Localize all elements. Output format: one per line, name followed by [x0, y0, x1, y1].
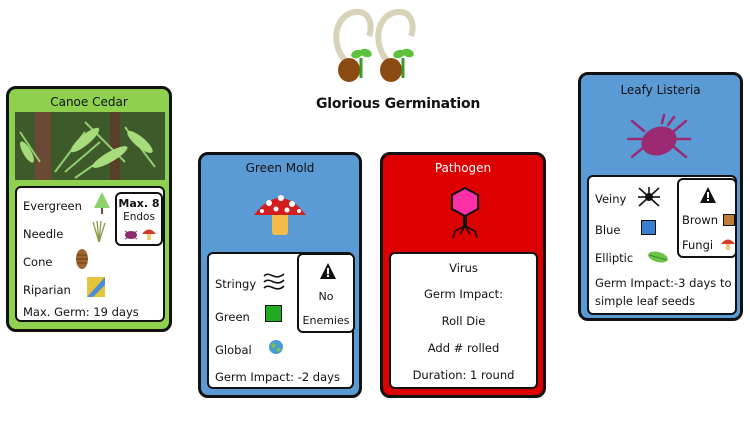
- enemy-label: Fungi: [682, 238, 714, 252]
- trait-label: Elliptic: [595, 251, 634, 265]
- green-square-icon: [265, 305, 282, 322]
- germ-impact-cont: simple leaf seeds: [595, 294, 696, 308]
- enemy-label: Brown: [682, 213, 719, 227]
- trait-label: Cone: [23, 255, 53, 269]
- mushroom-icon: [254, 195, 306, 235]
- trait-label: Riparian: [23, 283, 71, 297]
- germ-impact: Germ Impact:-3 days to: [595, 276, 732, 290]
- bug-icon: [626, 113, 692, 159]
- mushroom-icon: [721, 239, 735, 250]
- card-title: Leafy Listeria: [620, 83, 701, 97]
- endos-label: Endos: [123, 211, 155, 223]
- needle-icon: [92, 220, 106, 242]
- bug-icon: [124, 230, 138, 240]
- trait-label: Evergreen: [23, 199, 82, 213]
- trait-label: Needle: [23, 227, 64, 241]
- pine-cone-icon: [76, 249, 88, 269]
- trait-label: Green: [215, 310, 250, 324]
- max-label: Max. 8: [118, 197, 160, 210]
- listeria-traits-panel: Veiny Blue Elliptic Germ Impact:-3 days …: [587, 175, 737, 315]
- germination-logo-icon: [333, 8, 416, 82]
- pathogen-line: Germ Impact:: [423, 287, 504, 301]
- virus-icon: [451, 187, 479, 239]
- card-canoe-cedar[interactable]: Canoe Cedar Evergreen Needle Cone Rip: [6, 86, 172, 332]
- max-endos-box: Max. 8 Endos: [115, 192, 163, 246]
- stringy-icon: [263, 273, 285, 290]
- veiny-icon: [638, 187, 660, 207]
- pathogen-line: Duration: 1 round: [412, 368, 515, 382]
- germ-impact: Germ Impact: -2 days: [215, 370, 340, 384]
- enemies-box: Brown Fungi: [677, 178, 737, 258]
- card-title: Pathogen: [434, 161, 492, 175]
- cedar-traits-panel: Evergreen Needle Cone Riparian Max. Germ…: [15, 186, 165, 322]
- cedar-photo: [15, 112, 165, 180]
- pathogen-line: Add # rolled: [427, 341, 500, 355]
- brown-square-icon: [723, 214, 735, 226]
- max-germ: Max. Germ: 19 days: [23, 305, 139, 319]
- card-pathogen[interactable]: Pathogen Virus Germ Impact: Roll Die Add…: [380, 152, 546, 398]
- card-title: Canoe Cedar: [50, 95, 128, 109]
- trait-label: Blue: [595, 223, 621, 237]
- leaf-icon: [648, 251, 668, 263]
- trait-label: Stringy: [215, 277, 257, 291]
- card-green-mold[interactable]: Green Mold Stringy Green Global Germ Imp…: [198, 152, 362, 398]
- riparian-icon: [87, 277, 105, 297]
- warning-icon: [320, 263, 336, 279]
- mushroom-icon: [142, 229, 156, 240]
- pathogen-line: Roll Die: [441, 314, 486, 328]
- game-title: Glorious Germination: [316, 96, 481, 112]
- globe-icon: [269, 340, 283, 354]
- pathogen-line: Virus: [449, 261, 478, 275]
- blue-square-icon: [641, 220, 656, 235]
- warning-text: No Enemies: [302, 290, 350, 327]
- trait-label: Veiny: [595, 192, 627, 206]
- trait-label: Global: [215, 343, 252, 357]
- warning-box: No Enemies: [297, 253, 355, 333]
- green-mold-traits-panel: Stringy Green Global Germ Impact: -2 day…: [207, 252, 355, 389]
- evergreen-tree-icon: [94, 192, 110, 214]
- pathogen-info-panel: Virus Germ Impact: Roll Die Add # rolled…: [389, 252, 538, 389]
- card-title: Green Mold: [245, 161, 315, 175]
- card-leafy-listeria[interactable]: Leafy Listeria Veiny Blue Elliptic Germ …: [578, 72, 743, 321]
- warning-icon: [700, 187, 716, 203]
